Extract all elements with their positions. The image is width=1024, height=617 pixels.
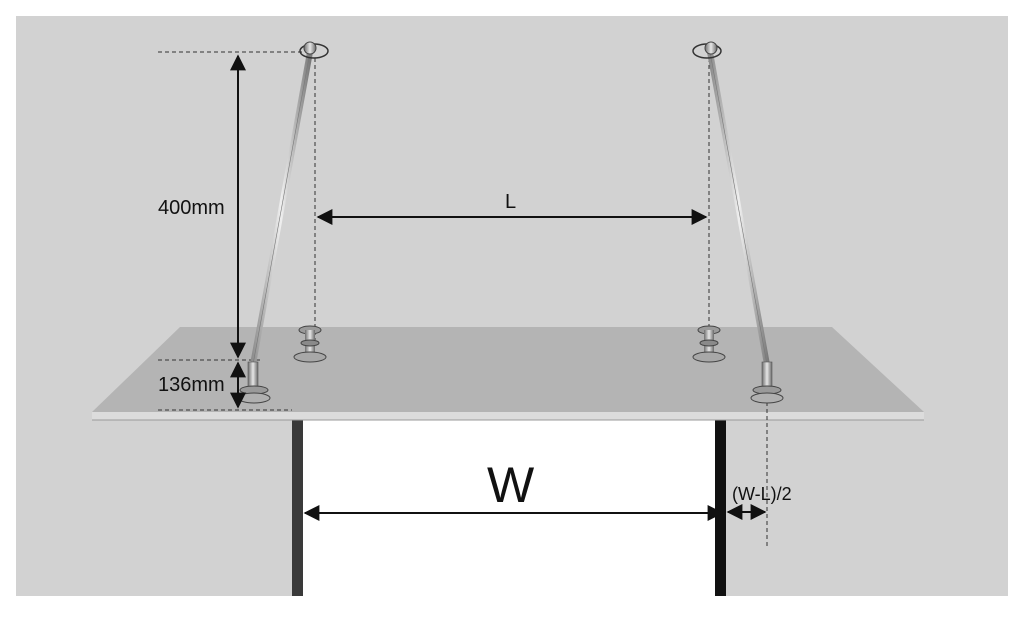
label-edge-offset: (W-L)/2 bbox=[732, 484, 792, 504]
door-frame-left bbox=[292, 408, 303, 596]
canopy-glass-edge bbox=[92, 412, 924, 420]
label-bracket-spacing: L bbox=[505, 191, 516, 213]
support-rods bbox=[249, 49, 771, 373]
rod-end-fitting-right bbox=[750, 361, 784, 404]
reference-lines bbox=[158, 51, 768, 548]
label-height-upper: 400mm bbox=[158, 197, 225, 219]
glass-fitting-right bbox=[692, 325, 726, 363]
wall-bracket-right bbox=[692, 41, 722, 59]
wall-bracket-left bbox=[299, 41, 329, 59]
door-frame-right bbox=[715, 408, 726, 596]
label-opening-width: W bbox=[487, 457, 535, 513]
glass-fitting-left bbox=[293, 325, 327, 363]
rod-end-fitting-left bbox=[237, 361, 271, 404]
canopy-glass-top bbox=[92, 327, 924, 412]
label-height-lower: 136mm bbox=[158, 374, 225, 396]
dimension-lines bbox=[230, 54, 767, 521]
